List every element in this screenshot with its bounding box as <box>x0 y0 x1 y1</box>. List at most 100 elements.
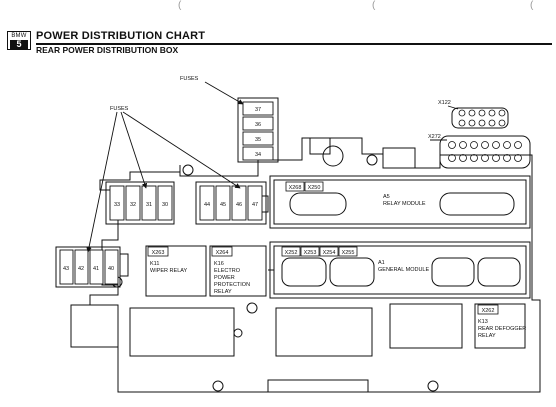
title-rule <box>36 43 552 45</box>
page-header: BMW 5 POWER DISTRIBUTION CHART REAR POWE… <box>0 0 556 64</box>
relay-slot <box>439 192 515 216</box>
fuse-45-label: 45 <box>220 202 226 208</box>
connector-x122 <box>451 107 509 129</box>
fuse-stack-housing <box>237 97 279 163</box>
arrow-fuses-right <box>122 111 241 189</box>
fuse-35-label: 35 <box>255 137 261 143</box>
fuse-46-label: 46 <box>236 202 242 208</box>
label-box-x264 <box>211 246 233 257</box>
label-x250: X250 <box>308 185 321 191</box>
scan-mark: ( <box>530 0 534 11</box>
fuse-32-label: 32 <box>130 202 136 208</box>
fuse-31-label: 31 <box>146 202 152 208</box>
fuse-33-label: 33 <box>114 202 120 208</box>
label-box-x250 <box>304 181 324 192</box>
empty-socket <box>389 303 463 349</box>
fuse-40-label: 40 <box>108 266 114 272</box>
fuse-31 <box>141 185 157 221</box>
relay-k16 <box>209 245 267 297</box>
relay-k11 <box>145 245 207 297</box>
fuse-bank-housing <box>105 181 175 225</box>
fuse-42 <box>74 249 89 285</box>
label-box-x253 <box>300 246 320 257</box>
housing-step <box>382 148 415 169</box>
scan-mark: ( <box>372 0 376 11</box>
side-connector <box>70 304 119 348</box>
fuse-41-label: 41 <box>93 266 99 272</box>
module-slot <box>477 257 521 287</box>
page-title: POWER DISTRIBUTION CHART <box>36 30 206 42</box>
fuse-47-label: 47 <box>252 202 258 208</box>
fuse-34-label: 34 <box>255 152 261 158</box>
top-post <box>309 137 331 155</box>
relay-k13 <box>474 303 526 349</box>
label-x255: X255 <box>342 250 355 256</box>
label-x272: X272 <box>428 134 441 140</box>
mount-hole <box>427 380 439 392</box>
label-x252: X252 <box>285 250 298 256</box>
mount-hole <box>233 328 243 338</box>
fuse-44 <box>199 185 215 221</box>
relay-k16-line-4: RELAY <box>214 289 232 295</box>
relay-k16-code: K16 <box>214 261 224 267</box>
fuse-40 <box>104 249 119 285</box>
module-slot <box>329 257 375 287</box>
fuse-30 <box>157 185 173 221</box>
fuse-41 <box>89 249 104 285</box>
relay-k16-line-3: PROTECTION <box>214 282 250 288</box>
module-slot <box>431 257 475 287</box>
power-stud <box>322 145 344 167</box>
relay-k13-line-1: REAR DEFOGGER <box>478 326 526 332</box>
module-a5-name: RELAY MODULE <box>383 201 426 207</box>
bank-tab <box>119 253 129 277</box>
fuse-30-label: 30 <box>162 202 168 208</box>
module-a5-code: A5 <box>383 194 390 200</box>
fuse-35 <box>242 131 274 146</box>
module-a1-code: A1 <box>378 260 385 266</box>
label-box-x262 <box>477 304 499 315</box>
fuse-37 <box>242 101 274 116</box>
fuse-36-label: 36 <box>255 122 261 128</box>
arrow-fuses-middle <box>120 111 148 189</box>
label-x264: X264 <box>216 250 229 256</box>
callout-fuses-left: FUSES <box>110 106 129 112</box>
module-slot <box>281 257 327 287</box>
relay-module-a5-inner <box>273 179 527 225</box>
fuse-47 <box>247 185 263 221</box>
leader-x122 <box>447 105 459 110</box>
fuse-44-label: 44 <box>204 202 210 208</box>
x272-pins <box>448 141 522 162</box>
mount-hole <box>212 380 224 392</box>
module-a1-name: GENERAL MODULE <box>378 267 429 273</box>
label-x122: X122 <box>438 100 451 106</box>
fuse-36 <box>242 116 274 131</box>
callout-fuses-top: FUSES <box>180 76 199 82</box>
relay-module-a5 <box>269 175 531 229</box>
fuse-43 <box>59 249 74 285</box>
label-box-x268 <box>285 181 305 192</box>
logo-text: BMW <box>11 33 27 39</box>
label-x253: X253 <box>304 250 317 256</box>
fuse-34 <box>242 146 274 161</box>
fuse-43-label: 43 <box>63 266 69 272</box>
fuse-42-label: 42 <box>78 266 84 272</box>
arrow-fuses-top <box>204 81 244 105</box>
label-x254: X254 <box>323 250 336 256</box>
relay-k13-line-2: RELAY <box>478 333 496 339</box>
label-x263: X263 <box>152 250 165 256</box>
x122-pins <box>458 109 506 127</box>
relay-k11-code: K11 <box>150 261 159 267</box>
bmw-logo: BMW 5 <box>7 31 31 50</box>
label-box-x252 <box>281 246 301 257</box>
empty-socket <box>129 307 235 357</box>
fuse-37-label: 37 <box>255 107 261 113</box>
relay-k16-line-1: ELECTRO <box>214 268 241 274</box>
label-box-x255 <box>338 246 358 257</box>
relay-k11-line-1: WIPER RELAY <box>150 268 188 274</box>
relay-slot <box>289 192 347 216</box>
arrow-fuses-left <box>86 111 118 253</box>
empty-socket <box>275 307 373 357</box>
logo-number: 5 <box>10 40 28 49</box>
fuse-33 <box>109 185 125 221</box>
